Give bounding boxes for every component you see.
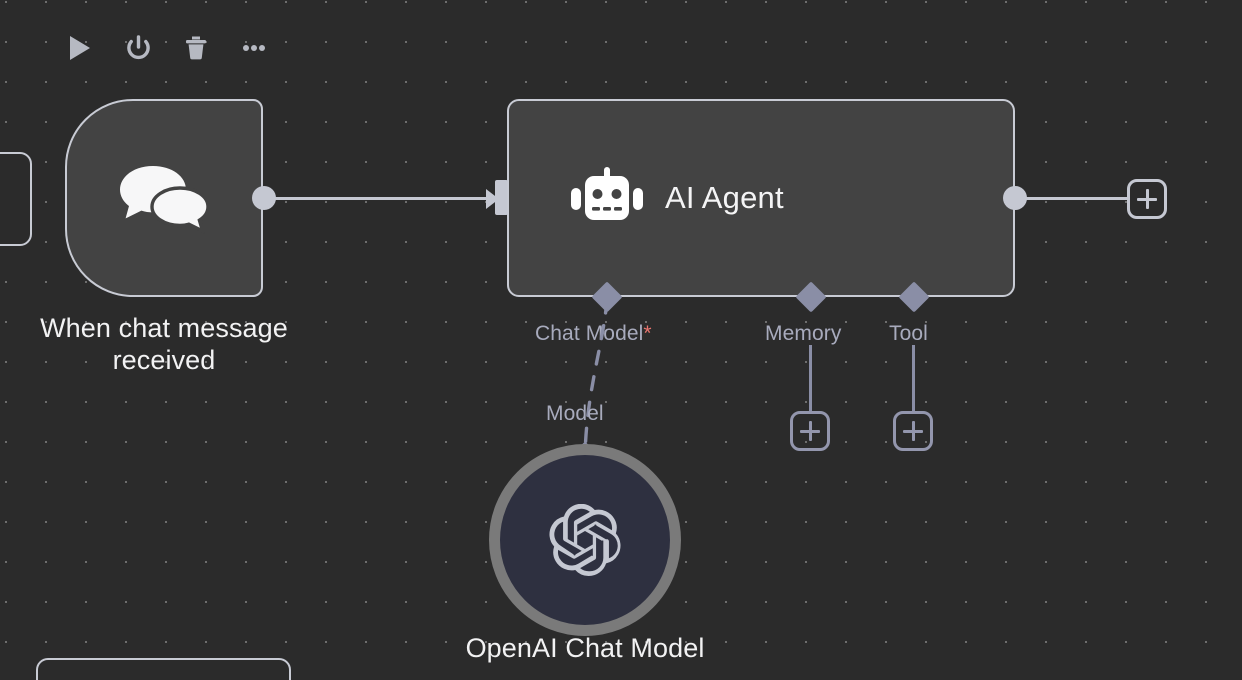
delete-button[interactable] — [178, 30, 214, 66]
connection-tool-to-add-button — [912, 345, 915, 413]
offscreen-node-bottom[interactable] — [36, 658, 291, 680]
add-tool-button[interactable] — [893, 411, 933, 451]
deactivate-button[interactable] — [120, 30, 156, 66]
execute-step-button[interactable] — [62, 30, 98, 66]
node-label-openai: OpenAI Chat Model — [465, 633, 705, 663]
more-options-button[interactable] — [236, 30, 272, 66]
node-title-ai-agent: AI Agent — [665, 180, 784, 215]
agent-output-port[interactable] — [1003, 186, 1027, 210]
sub-label-chat-model: Chat Model* — [535, 322, 652, 346]
add-node-after-agent-button[interactable] — [1127, 179, 1167, 219]
ellipsis-icon — [243, 45, 265, 51]
play-icon — [70, 36, 90, 60]
model-edge-label: Model — [546, 402, 604, 425]
sub-label-chat-model-text: Chat Model — [535, 322, 644, 345]
chat-bubbles-icon — [120, 166, 210, 234]
trash-icon — [186, 36, 206, 60]
openai-logo-icon — [549, 504, 621, 576]
node-label-trigger: When chat message received — [40, 313, 288, 375]
robot-icon — [571, 167, 643, 220]
trigger-output-port[interactable] — [252, 186, 276, 210]
node-ai-agent[interactable]: AI Agent — [507, 99, 1015, 297]
node-toolbar — [62, 30, 272, 66]
connection-chat-model-to-openai[interactable] — [570, 298, 630, 470]
node-openai-chat-model[interactable] — [489, 444, 681, 636]
connection-memory-to-add-button — [809, 345, 812, 413]
connection-trigger-to-agent[interactable] — [264, 197, 492, 200]
sub-label-tool: Tool — [889, 322, 928, 345]
plus-icon — [1137, 189, 1157, 209]
power-icon — [126, 35, 150, 60]
plus-icon — [903, 421, 923, 441]
sub-label-memory: Memory — [765, 322, 842, 345]
offscreen-node-left[interactable] — [0, 152, 32, 246]
node-when-chat-message-received[interactable] — [65, 99, 263, 297]
add-memory-button[interactable] — [790, 411, 830, 451]
plus-icon — [800, 421, 820, 441]
agent-input-port[interactable] — [495, 180, 508, 215]
connection-agent-to-add-button — [1026, 197, 1128, 200]
required-marker-icon: * — [643, 322, 652, 345]
